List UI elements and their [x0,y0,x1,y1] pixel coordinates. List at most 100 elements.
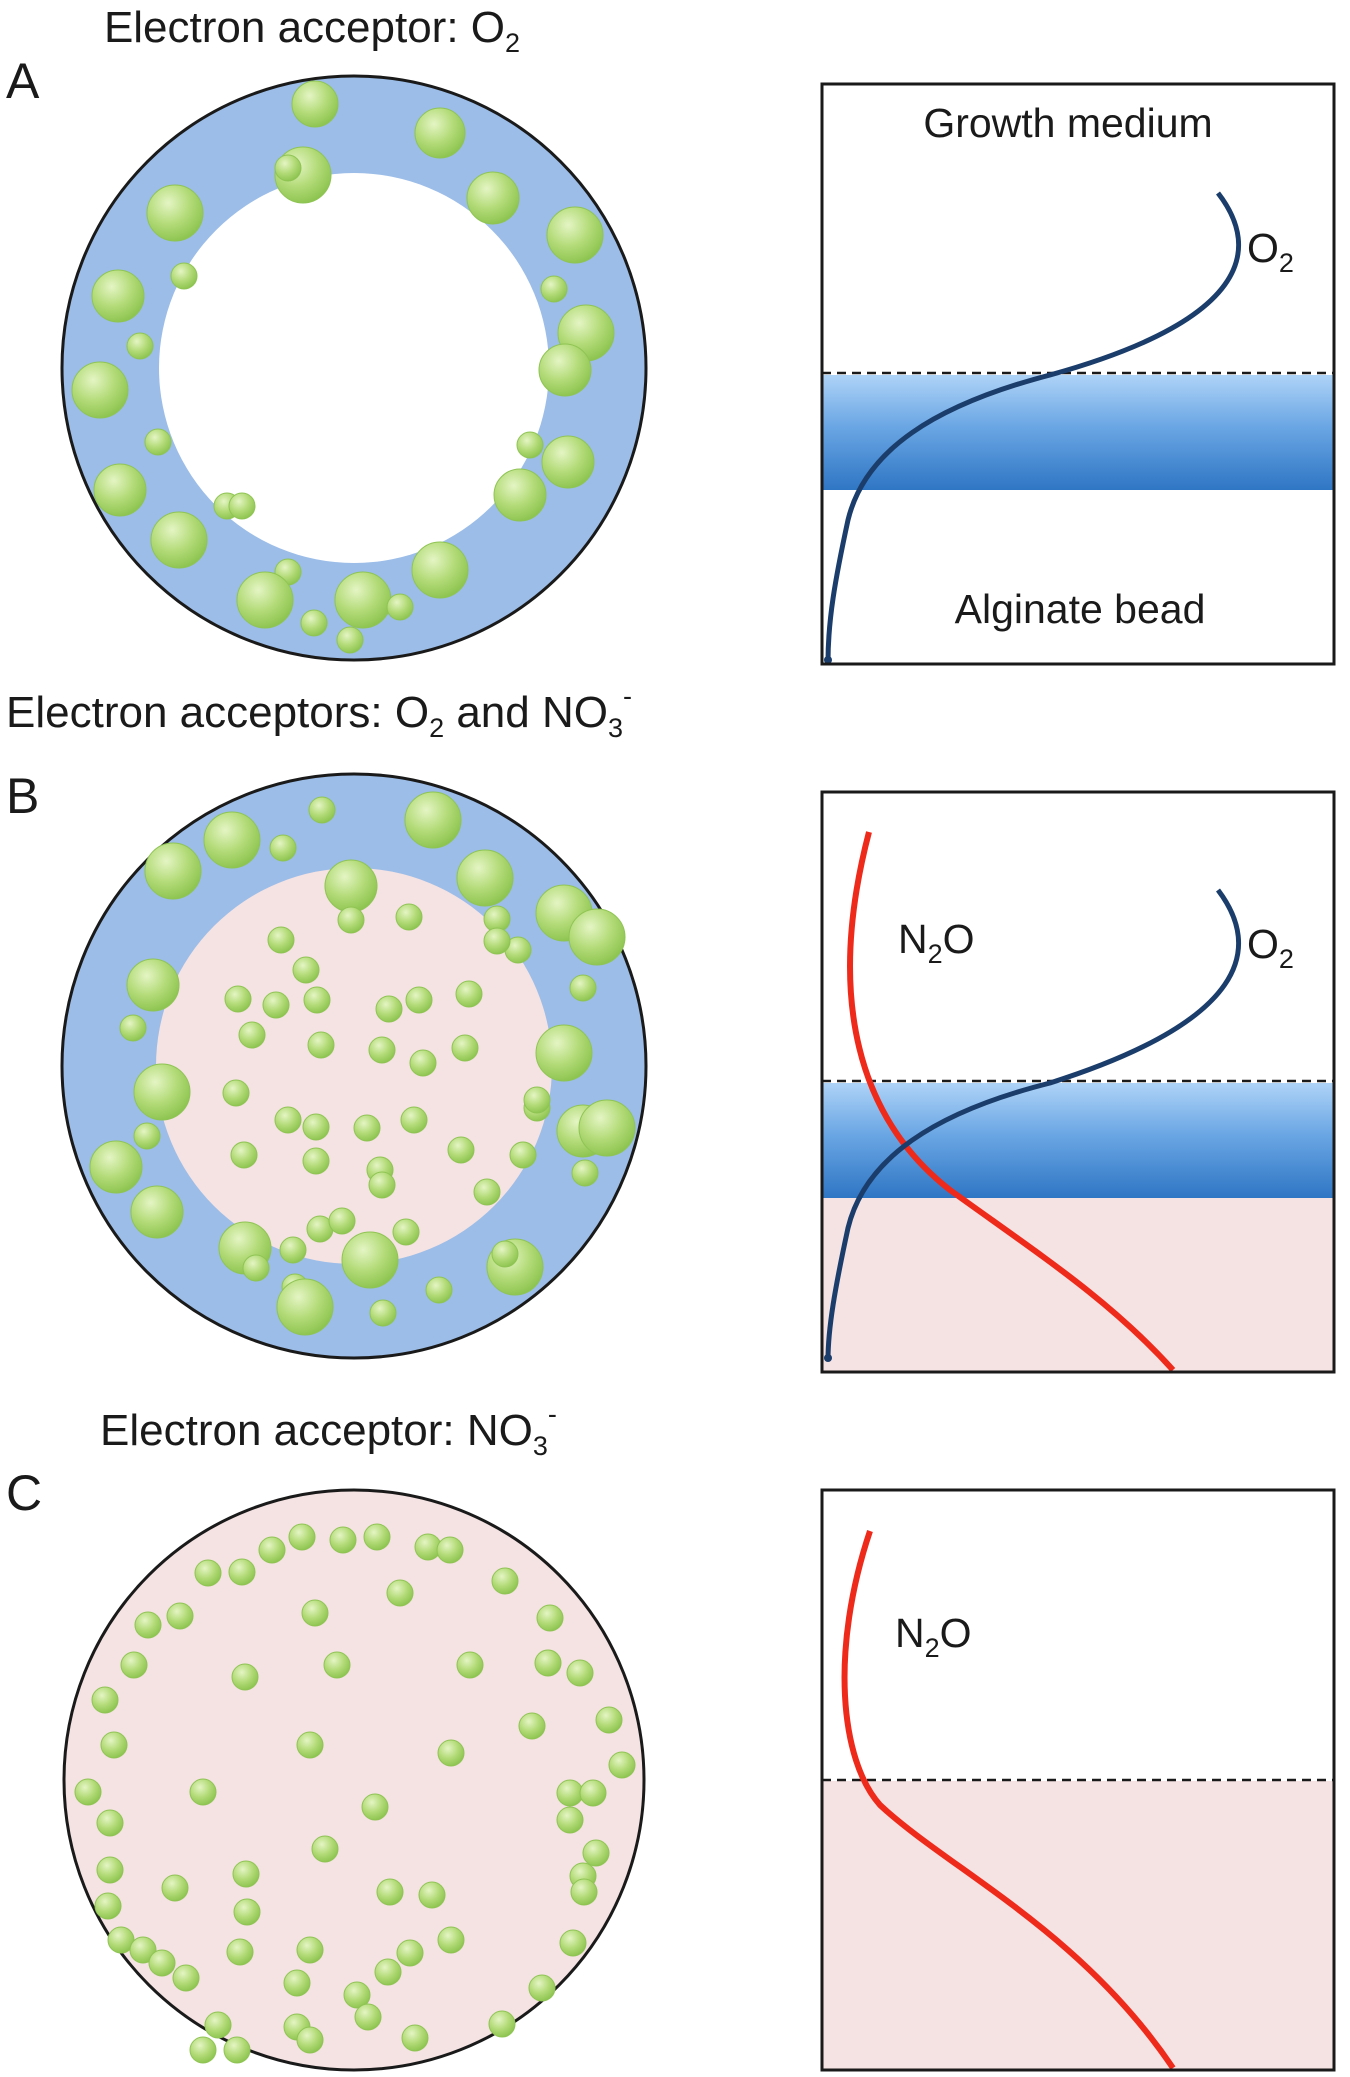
bacterium-cell [578,1099,636,1157]
bacterium-cell [296,1731,324,1759]
bacterium-cell [556,1806,584,1834]
bacterium-cell [267,926,295,954]
bacterium-cell [144,842,202,900]
bacterium-cell [353,1114,381,1142]
bacterium-cell [226,1938,254,1966]
panel-c-title: Electron acceptor: NO3- [100,1399,557,1461]
bacterium-cell [292,956,320,984]
bacterium-cell [409,1049,437,1077]
bacterium-cell [161,1874,189,1902]
bacterium-cell [523,1086,551,1114]
bacterium-cell [194,1559,222,1587]
bacterium-cell [311,1835,339,1863]
bacterium-cell [369,1299,397,1327]
bacterium-cell [166,1602,194,1630]
bacterium-cell [538,343,592,397]
panel-b-title: Electron acceptors: O2 and NO3- [6,681,632,743]
bacterium-cell [411,541,469,599]
bacterium-cell [404,791,462,849]
profile-a-o2-curve [825,191,1241,663]
panel-c-letter: C [6,1465,42,1521]
bacterium-cell [100,1731,128,1759]
bacterium-cell [447,1136,475,1164]
bacterium-cell [343,1981,371,2009]
panel-a-letter: A [6,53,40,109]
bacterium-cell [133,1122,161,1150]
profile-b-bead-band [822,1083,1334,1198]
profile-b-frame [820,790,1336,1374]
bead-b-bacteria [89,791,636,1336]
bacterium-cell [536,1604,564,1632]
bacterium-cell [535,1024,593,1082]
bacterium-cell [93,463,147,517]
bacterium-cell [130,1185,184,1239]
bacterium-cell [148,1949,176,1977]
bacterium-cell [324,859,378,913]
bacterium-cell [528,1974,556,2002]
bacterium-cell [436,1536,464,1564]
bacterium-cell [541,435,595,489]
bead-c-anoxic-bead [62,1488,646,2072]
profile-a-top-label: Growth medium [923,100,1212,146]
bacterium-cell [242,1254,270,1282]
bacterium-cell [518,1712,546,1740]
profile-b-o2-curve [825,888,1241,1361]
bacterium-cell [133,1063,191,1121]
bacterium-cell [71,361,129,419]
panel-b-letter: B [6,768,39,824]
bacterium-cell [126,958,180,1012]
bacterium-cell [455,980,483,1008]
bacterium-cell [414,107,466,159]
bacterium-cell [144,428,172,456]
bacterium-cell [456,849,514,907]
profile-b-o2-curve-end [824,1354,832,1362]
bacterium-cell [559,1929,587,1957]
bacterium-cell [274,154,302,182]
bacterium-cell [368,1036,396,1064]
bacterium-cell [89,1140,143,1194]
bacterium-cell [302,1113,330,1141]
bacterium-cell [483,927,511,955]
bacterium-cell [516,431,544,459]
profile-b-o2-label: O2 [1247,921,1294,974]
bacterium-cell [405,986,433,1014]
bacterium-cell [228,1558,256,1586]
profile-c-frame [820,1488,1336,2072]
bacterium-cell [300,609,328,637]
bacterium-cell [308,796,336,824]
bacterium-cell [224,985,252,1013]
bacterium-cell [204,2011,232,2039]
bacterium-cell [96,1809,124,1837]
bacterium-cell [401,2024,429,2052]
profile-a-frame [820,82,1336,666]
bacterium-cell [126,332,154,360]
profile-a-o2-label: O2 [1247,225,1294,278]
bacterium-cell [509,1141,537,1169]
bacterium-cell [307,1031,335,1059]
bacterium-cell [608,1751,636,1779]
bacterium-cell [170,262,198,290]
bead-b [60,772,648,1360]
bacterium-cell [274,1106,302,1134]
bacterium-cell [488,2010,516,2038]
bacterium-cell [556,1779,584,1807]
bacterium-cell [386,1579,414,1607]
bacterium-cell [91,1686,119,1714]
bacterium-cell [396,1939,424,1967]
bacterium-cell [354,2003,382,2031]
bacterium-cell [570,1878,598,1906]
bacterium-cell [134,1611,162,1639]
bacterium-cell [334,571,392,629]
profile-c-n2o-label: N2O [895,1610,972,1663]
bacterium-cell [231,1663,259,1691]
bacterium-cell [96,1856,124,1884]
bacterium-cell [376,1878,404,1906]
bacterium-cell [546,206,604,264]
bacterium-cell [238,1021,266,1049]
bacterium-cell [437,1739,465,1767]
bacterium-cell [571,1159,599,1187]
bacterium-cell [276,1278,334,1336]
bacterium-cell [232,1860,260,1888]
bead-a-empty-core [159,173,549,563]
